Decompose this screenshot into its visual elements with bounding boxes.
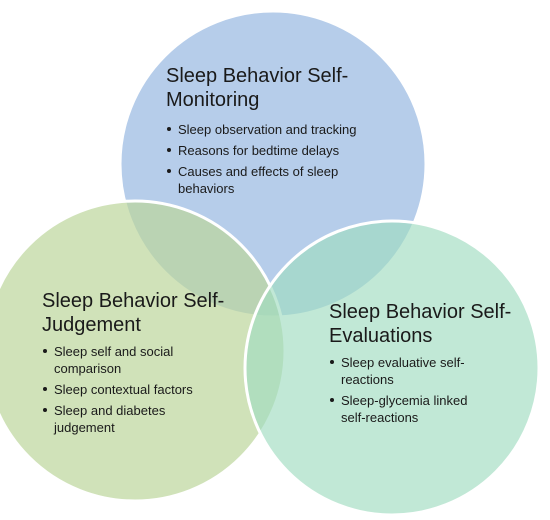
monitoring-item-3-line-2: behaviors [178, 181, 235, 196]
evaluations-list: Sleep evaluative self- reactions Sleep-g… [329, 354, 539, 426]
judgement-item-1-line-2: comparison [54, 361, 122, 376]
monitoring-item-3-line-1: Causes and effects of sleep [178, 164, 339, 179]
evaluations-item-1-line-2: reactions [341, 372, 394, 387]
evaluations-item-2-line-2: self-reactions [341, 410, 419, 425]
evaluations-title-line-1: Sleep Behavior Self- [329, 301, 512, 323]
evaluations-title-line-2: Evaluations [329, 325, 433, 347]
monitoring-list: Sleep observation and tracking Reasons f… [166, 121, 406, 197]
evaluations-block: Sleep Behavior Self- Evaluations Sleep e… [329, 300, 539, 430]
monitoring-block: Sleep Behavior Self- Monitoring Sleep ob… [166, 64, 406, 201]
evaluations-circle [243, 219, 541, 517]
monitoring-item-2-line-1: Reasons for bedtime delays [178, 143, 340, 158]
evaluations-item-2: Sleep-glycemia linked self-reactions [329, 392, 539, 426]
judgement-title-line-2: Judgement [42, 314, 141, 336]
judgement-item-3-line-1: Sleep and diabetes [54, 403, 166, 418]
judgement-block: Sleep Behavior Self- Judgement Sleep sel… [42, 289, 272, 440]
judgement-item-2: Sleep contextual factors [42, 381, 272, 398]
judgement-item-1: Sleep self and social comparison [42, 343, 272, 377]
evaluations-title: Sleep Behavior Self- Evaluations [329, 300, 539, 348]
monitoring-item-2: Reasons for bedtime delays [166, 142, 406, 159]
monitoring-title: Sleep Behavior Self- Monitoring [166, 64, 406, 112]
judgement-title: Sleep Behavior Self- Judgement [42, 289, 272, 337]
monitoring-item-1-line-1: Sleep observation and tracking [178, 122, 357, 137]
judgement-item-3: Sleep and diabetes judgement [42, 402, 272, 436]
evaluations-item-1-line-1: Sleep evaluative self- [341, 355, 465, 370]
judgement-item-2-line-1: Sleep contextual factors [54, 382, 193, 397]
monitoring-title-line-2: Monitoring [166, 89, 260, 111]
monitoring-item-3: Causes and effects of sleep behaviors [166, 163, 406, 197]
evaluations-item-2-line-1: Sleep-glycemia linked [341, 393, 468, 408]
evaluations-item-1: Sleep evaluative self- reactions [329, 354, 539, 388]
judgement-item-3-line-2: judgement [54, 420, 115, 435]
monitoring-item-1: Sleep observation and tracking [166, 121, 406, 138]
judgement-title-line-1: Sleep Behavior Self- [42, 290, 225, 312]
judgement-item-1-line-1: Sleep self and social [54, 344, 174, 359]
judgement-list: Sleep self and social comparison Sleep c… [42, 343, 272, 436]
monitoring-title-line-1: Sleep Behavior Self- [166, 65, 349, 87]
